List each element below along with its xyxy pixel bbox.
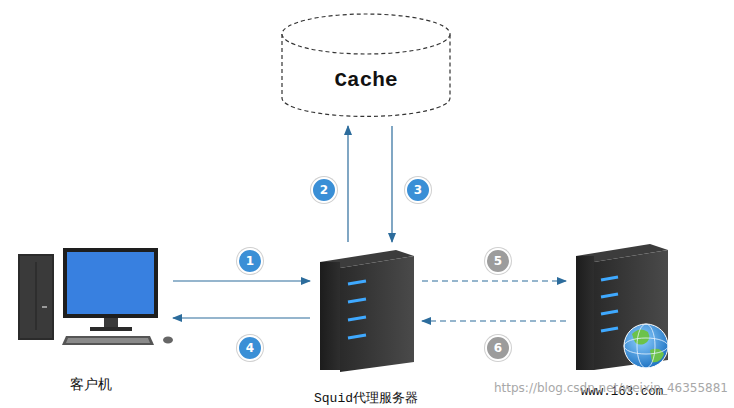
flow-arrow (391, 126, 392, 242)
callout-number: 2 (311, 177, 337, 203)
proxy-server (320, 250, 414, 372)
dashed-arrow (422, 320, 566, 321)
node-label: Squid代理服务器 (314, 389, 418, 407)
client-computer (18, 248, 173, 345)
flow-arrow (347, 126, 348, 242)
node-label: 客户机 (70, 376, 112, 394)
flow-arrow (173, 280, 310, 281)
node-label: Cache (280, 69, 452, 92)
callout-number: 1 (237, 248, 263, 274)
proxy-server: Squid代理服务器 (316, 248, 416, 374)
callout-number: 3 (405, 177, 431, 203)
watermark: https://blog.csdn.net/weixin_46355881 (494, 381, 728, 395)
cache-store: Cache (280, 12, 452, 120)
flow-arrow (173, 317, 310, 318)
web-server: www.163.com (572, 240, 672, 372)
callout-number: 6 (485, 335, 511, 361)
callout-number: 4 (237, 335, 263, 361)
callout-number: 5 (485, 248, 511, 274)
client-machine: 客户机 (15, 245, 167, 350)
web-server (576, 244, 668, 370)
cache-cylinder (282, 14, 450, 116)
dashed-arrow (422, 280, 566, 281)
